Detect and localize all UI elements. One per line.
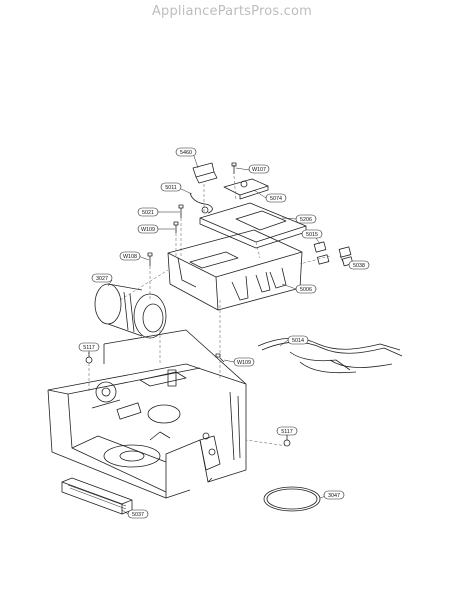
- callout-label-3047: 3047: [328, 493, 340, 499]
- callout-label-5015: 5015: [306, 232, 318, 238]
- part-5037-filter: [61, 477, 133, 515]
- callout-badge-w109: [137, 224, 159, 234]
- callout-badge-5011: [160, 182, 182, 192]
- callout-badge-5460: [175, 147, 197, 157]
- part-5006-tray: [167, 229, 303, 311]
- part-5011-thermostat: [189, 192, 213, 214]
- callout-leaders: [88, 155, 345, 515]
- callout-label-5014: 5014: [292, 338, 304, 344]
- callout-badge-5037: [127, 509, 149, 519]
- callout-label-w109: W109: [237, 360, 251, 366]
- part-5014-wire-harness: [257, 337, 403, 374]
- callout-label-5206: 5206: [300, 217, 312, 223]
- screw-w109-upper: [173, 221, 179, 233]
- callout-badge-5021: [137, 207, 159, 217]
- callout-badge-5014: [287, 335, 309, 345]
- oven-cavity-assembly: [47, 329, 247, 499]
- part-5015-switch: [313, 241, 330, 265]
- bolt-5117-lower: [283, 435, 291, 447]
- callout-badge-w109: [233, 357, 255, 367]
- callout-label-5117: 5117: [281, 429, 293, 435]
- part-3047-ring: [263, 486, 321, 512]
- callout-label-3027: 3027: [96, 276, 108, 282]
- screw-5021: [178, 204, 184, 218]
- callout-badge-5006: [295, 284, 317, 294]
- callout-badge-3027: [91, 273, 113, 283]
- callout-label-5117: 5117: [83, 345, 95, 351]
- callout-badge-5206: [295, 214, 317, 224]
- site-watermark: AppliancePartsPros.com: [151, 4, 313, 19]
- callout-badge-3047: [323, 490, 345, 500]
- callout-badge-w108: [119, 251, 141, 261]
- assembly-guide-lines: [88, 175, 331, 447]
- screw-w108: [147, 252, 153, 266]
- callout-badge-5117: [78, 342, 100, 352]
- callout-label-w107: W107: [252, 167, 266, 173]
- callout-label-w108: W108: [123, 254, 137, 260]
- part-5206-plate: [199, 202, 307, 249]
- callout-badge-5074: [265, 193, 287, 203]
- callout-badge-w107: [248, 164, 270, 174]
- callout-label-5074: 5074: [270, 196, 282, 202]
- callout-label-5006: 5006: [300, 287, 312, 293]
- part-5460-bracket: [192, 162, 218, 184]
- callout-badge-5015: [301, 229, 323, 239]
- part-3027-fan: [94, 283, 167, 339]
- callout-label-w109: W109: [141, 227, 155, 233]
- screw-w107: [231, 162, 237, 174]
- callout-label-5038: 5038: [353, 263, 365, 269]
- callout-label-5460: 5460: [180, 150, 192, 156]
- callout-badges: [78, 147, 370, 519]
- callout-label-5011: 5011: [165, 185, 177, 191]
- part-5074-cover: [223, 178, 269, 200]
- callout-badge-5038: [348, 260, 370, 270]
- callout-badge-5117: [276, 426, 298, 436]
- callout-label-5037: 5037: [132, 512, 144, 518]
- callout-label-5021: 5021: [142, 210, 154, 216]
